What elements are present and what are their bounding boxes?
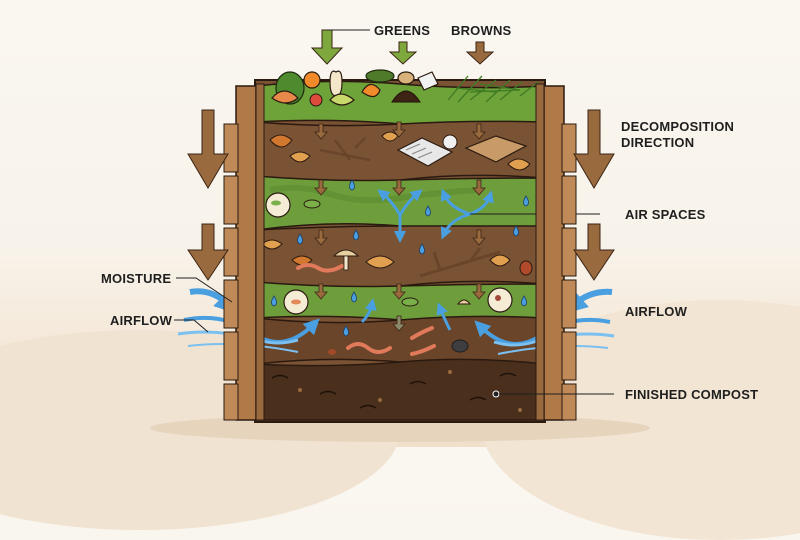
- decomposition-direction-label-line1: DECOMPOSITION: [621, 119, 735, 134]
- worm: [296, 263, 344, 273]
- grass-clippings: [447, 75, 539, 103]
- peach-slice: [271, 90, 299, 104]
- leaf: [269, 134, 293, 148]
- leaf: [365, 255, 395, 269]
- decomposition-direction-label-line2: DIRECTION: [621, 135, 695, 150]
- orange-peel: [361, 83, 381, 98]
- twig: [419, 247, 501, 278]
- airflow-left-label: AIRFLOW: [110, 313, 173, 328]
- small-bug: [328, 349, 336, 355]
- leaf: [489, 254, 511, 267]
- black-beetle: [451, 339, 469, 353]
- greens-arrow-right: [388, 41, 418, 65]
- beetle: [519, 260, 533, 276]
- internal-down-arrows: [314, 121, 486, 332]
- browns-arrow: [465, 41, 495, 65]
- crumpled-paper: [442, 134, 458, 150]
- brown-layer-2-items: [261, 239, 533, 278]
- cucumber: [365, 69, 395, 83]
- newspaper: [396, 137, 454, 167]
- compost-diagram: [150, 29, 650, 442]
- right-airflow-arrow: [563, 288, 613, 314]
- airflow-right-label: AIRFLOW: [625, 304, 688, 319]
- lime-slice: [329, 93, 355, 106]
- active-soil-items: [328, 326, 469, 356]
- mushroom-cap: [332, 249, 360, 257]
- coffee-grounds: [391, 90, 421, 103]
- right-post: [543, 85, 565, 421]
- potato: [397, 71, 415, 85]
- moisture-leader-line: [176, 277, 233, 303]
- small-mushroom: [456, 299, 472, 305]
- apple-core: [329, 70, 343, 97]
- left-post: [235, 85, 257, 421]
- left-arrow-bottom: [187, 223, 229, 281]
- wooden-frame: [223, 83, 577, 421]
- decomposition-arrows: [187, 109, 615, 281]
- left-arrow-top: [187, 109, 229, 189]
- cardboard: [464, 135, 528, 163]
- airflow-leader-line: [174, 319, 209, 333]
- green-layer-1-items: [265, 192, 321, 218]
- input-arrows: [310, 29, 495, 65]
- mushroom-stem: [343, 255, 349, 271]
- moisture-label: MOISTURE: [101, 271, 172, 286]
- worm: [410, 344, 436, 356]
- strawberry: [309, 93, 323, 107]
- finished-compost-label: FINISHED COMPOST: [625, 387, 759, 402]
- orange: [303, 71, 321, 89]
- greens-arrow-left: [310, 29, 344, 65]
- browns-label: BROWNS: [451, 23, 512, 38]
- brown-layer-1-items: [269, 131, 531, 171]
- air-spaces-label: AIR SPACES: [625, 207, 706, 222]
- leaf: [289, 151, 311, 163]
- top-materials: [271, 69, 539, 107]
- water-droplets: [271, 179, 529, 337]
- finished-compost-marker: [492, 390, 500, 398]
- right-arrow-top: [573, 109, 615, 189]
- bacterium: [303, 199, 321, 209]
- greens-label: GREENS: [374, 23, 431, 38]
- air-space-arrows: [360, 188, 494, 331]
- layer-finished-compost: [255, 358, 545, 421]
- green-layer-2-items: [283, 287, 513, 315]
- worm: [346, 342, 392, 354]
- bacterium: [401, 297, 419, 307]
- worm: [410, 326, 434, 340]
- leaf: [291, 255, 313, 266]
- leaf: [261, 239, 283, 250]
- twig: [319, 137, 371, 162]
- coffee-cup: [417, 71, 439, 91]
- leaf: [507, 158, 531, 171]
- right-arrow-bottom: [573, 223, 615, 281]
